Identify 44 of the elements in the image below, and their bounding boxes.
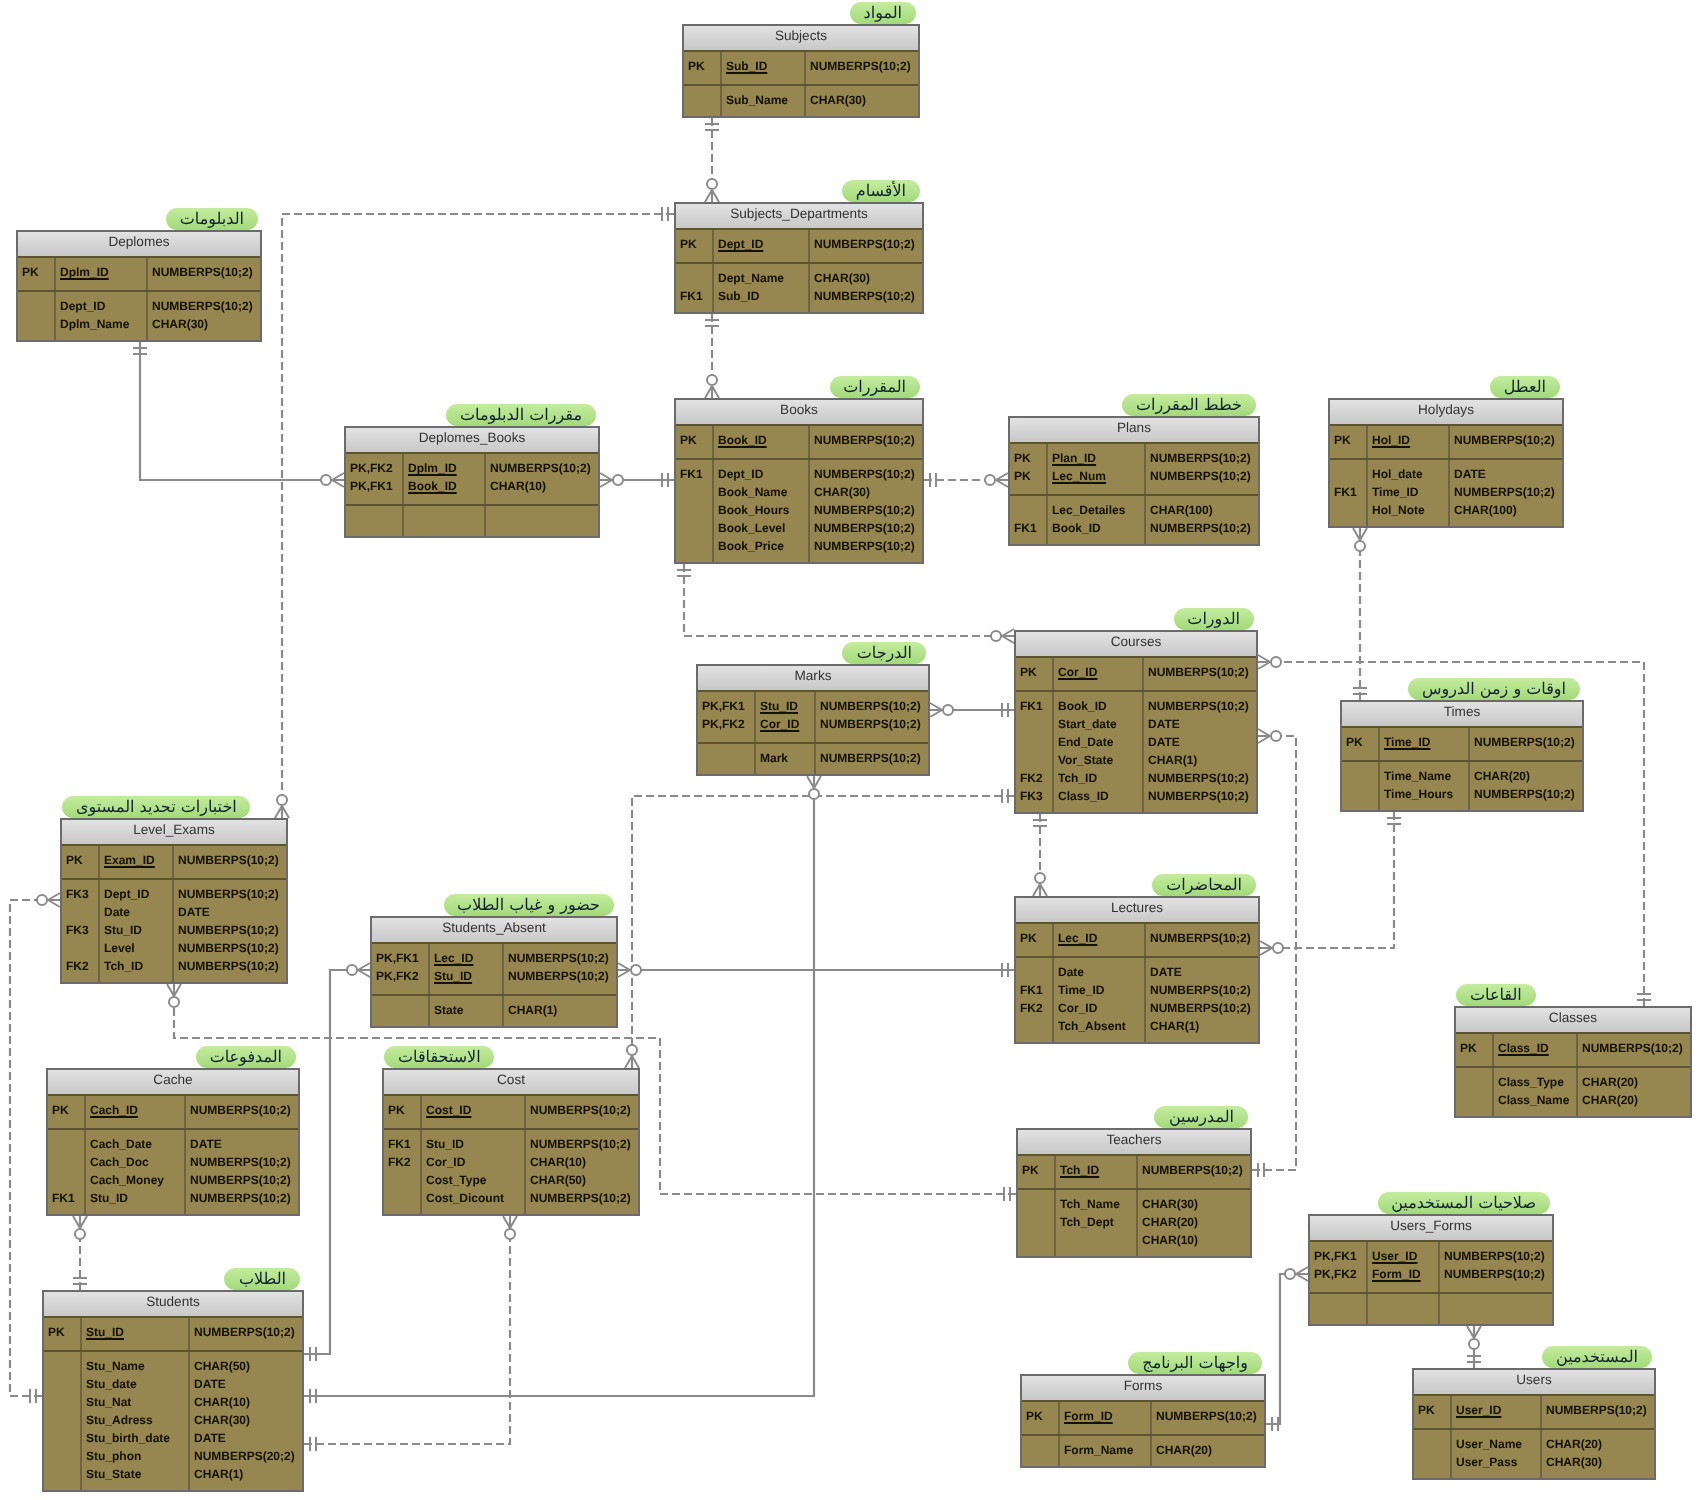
table-caption: المدفوعات: [195, 1046, 296, 1068]
relationship-line: [133, 342, 345, 488]
table-caption: حضور و غياب الطلاب: [443, 894, 614, 916]
relationship-line: [677, 564, 1015, 644]
relationship-line: [924, 472, 1009, 488]
relationship-line: [1257, 654, 1651, 1006]
table-caption: العطل: [1489, 376, 1560, 398]
table-caption: الاستحقاقات: [384, 1046, 495, 1068]
table-caption: الطلاب: [224, 1268, 300, 1290]
relationship-line: [304, 1215, 518, 1451]
table-caption: اختبارات تحديد المستوى: [62, 796, 251, 818]
table-caption: واجهات البرنامج: [1128, 1352, 1262, 1374]
relationship-line: [8, 892, 61, 1403]
relationship-line: [704, 314, 720, 399]
relationship-line: [1352, 527, 1368, 700]
relationship-line: [304, 962, 371, 1361]
table-caption: صلاحيات المستخدمين: [1377, 1192, 1550, 1214]
relationship-line: [1266, 1266, 1309, 1431]
relationship-line: [72, 1215, 88, 1290]
table-caption: الدبلومات: [165, 208, 258, 230]
relationship-line: [617, 962, 1014, 978]
table-caption: المدرسين: [1154, 1106, 1248, 1128]
relationship-line: [1466, 1325, 1482, 1368]
table-caption: مقررات الدبلومات: [445, 404, 596, 426]
relationship-line: [624, 789, 1014, 1069]
table-caption: اوقات و زمن الدروس: [1408, 678, 1580, 700]
relationship-line: [929, 702, 1014, 718]
relationship-line: [166, 983, 1016, 1201]
table-caption: المقررات: [829, 376, 920, 398]
table-caption: الدورات: [1173, 608, 1254, 630]
relationship-line: [1032, 814, 1048, 897]
table-caption: المحاضرات: [1152, 874, 1256, 896]
relationship-line: [274, 207, 674, 819]
table-caption: القاعات: [1456, 984, 1536, 1006]
table-caption: الأقسام: [841, 180, 920, 202]
relationship-line: [1252, 728, 1298, 1177]
table-caption: خطط المقررات: [1121, 394, 1256, 416]
relationship-line: [704, 118, 720, 203]
table-caption: المستخدمين: [1542, 1346, 1652, 1368]
relationship-line: [599, 472, 674, 488]
table-caption: المواد: [849, 2, 916, 24]
table-caption: الدرجات: [842, 642, 926, 664]
relationship-line: [1259, 812, 1401, 956]
relationship-line: [304, 775, 822, 1403]
